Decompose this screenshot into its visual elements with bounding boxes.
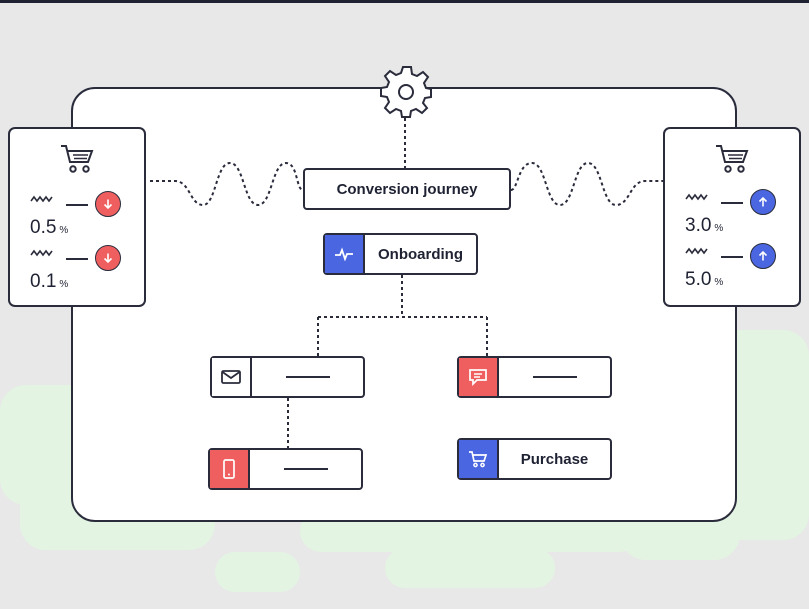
- metric-value: 0.5%: [30, 217, 69, 238]
- decor-blob: [385, 548, 555, 588]
- metric-dash: [66, 204, 88, 206]
- arrow-up-icon: [750, 243, 776, 269]
- left-metrics-card: 0.5% 0.1%: [8, 127, 146, 307]
- metric-row: 0.5%: [10, 191, 144, 241]
- arrow-down-icon: [95, 191, 121, 217]
- metric-value: 0.1%: [30, 271, 69, 292]
- metric-dash: [721, 202, 743, 204]
- conversion-journey-node: Conversion journey: [303, 168, 511, 210]
- onboarding-label: Onboarding: [378, 245, 463, 263]
- purchase-node: Purchase: [457, 438, 612, 480]
- shopping-cart-icon: [459, 440, 499, 478]
- arrow-down-icon: [95, 245, 121, 271]
- chat-step-placeholder: [499, 358, 610, 396]
- trend-wave-icon: [30, 195, 53, 203]
- decor-blob: [215, 552, 300, 592]
- trend-wave-icon: [30, 249, 53, 257]
- conversion-journey-label: Conversion journey: [336, 180, 478, 198]
- chat-bubble-icon: [459, 358, 499, 396]
- chat-step-node: [457, 356, 612, 398]
- metric-dash: [66, 258, 88, 260]
- onboarding-node: Onboarding: [323, 233, 478, 275]
- shopping-cart-icon: [59, 143, 95, 180]
- metric-value: 3.0%: [685, 215, 724, 236]
- metric-row: 0.1%: [10, 245, 144, 295]
- mail-step-placeholder: [252, 358, 363, 396]
- purchase-label: Purchase: [520, 450, 589, 468]
- phone-step-placeholder: [250, 450, 361, 488]
- smartphone-icon: [210, 450, 250, 488]
- metric-value: 5.0%: [685, 269, 724, 290]
- trend-wave-icon: [685, 247, 708, 255]
- metric-row: 3.0%: [665, 189, 799, 239]
- mail-step-node: [210, 356, 365, 398]
- gear-icon: [380, 64, 434, 123]
- mail-icon: [212, 358, 252, 396]
- phone-step-node: [208, 448, 363, 490]
- activity-pulse-icon: [325, 235, 365, 273]
- metric-dash: [721, 256, 743, 258]
- right-metrics-card: 3.0% 5.0%: [663, 127, 801, 307]
- arrow-up-icon: [750, 189, 776, 215]
- metric-row: 5.0%: [665, 243, 799, 293]
- shopping-cart-icon: [714, 143, 750, 180]
- top-border: [0, 0, 809, 3]
- trend-wave-icon: [685, 193, 708, 201]
